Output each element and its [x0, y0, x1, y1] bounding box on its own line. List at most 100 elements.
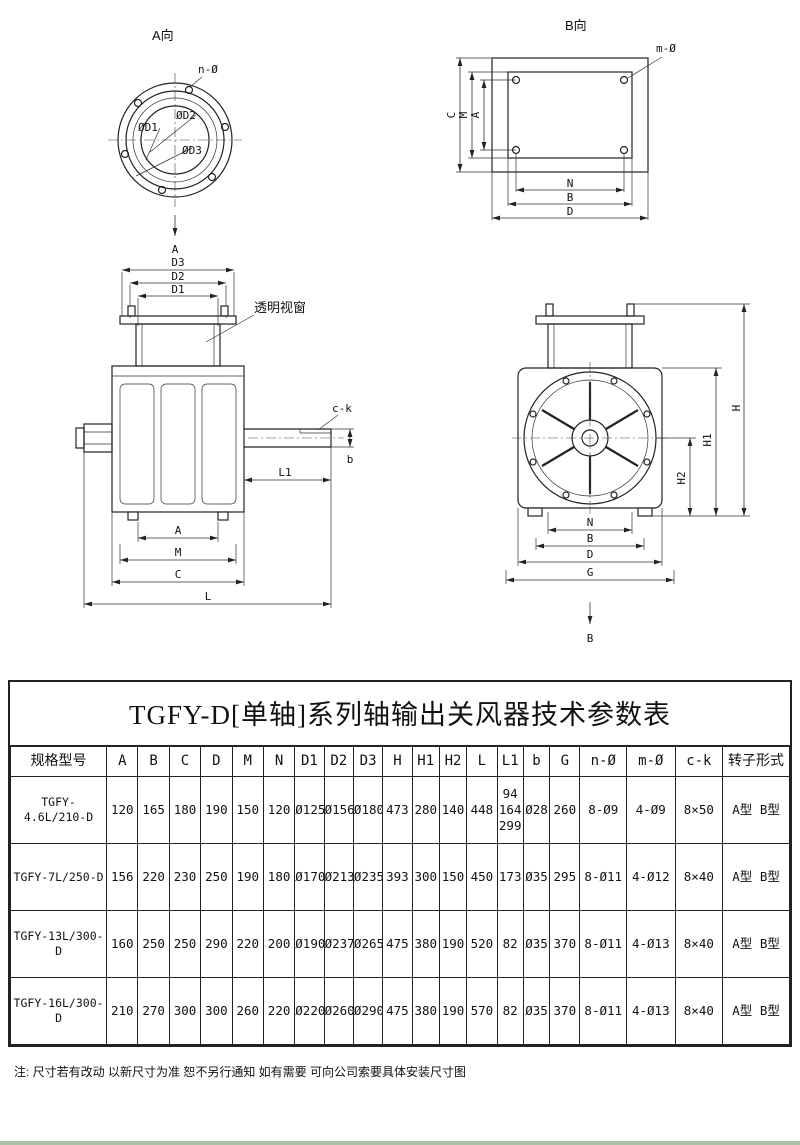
- value-cell: 380: [411, 910, 440, 978]
- dim-label-d: D: [567, 205, 574, 218]
- dim-label-d2: ØD2: [176, 109, 196, 122]
- col-header: H: [382, 746, 413, 777]
- view-b-title: B向: [565, 18, 587, 33]
- value-cell: 473: [382, 776, 413, 844]
- col-header: M: [231, 746, 264, 777]
- value-cell: Ø125: [294, 776, 325, 844]
- bolt: [127, 305, 136, 317]
- rotor-spoke: [605, 446, 639, 467]
- dim-label-n-hole: n-Ø: [198, 63, 218, 76]
- col-header: L1: [496, 746, 524, 777]
- dim-label-a: A: [469, 111, 482, 118]
- bolt-hole: [562, 377, 570, 385]
- value-cell: A型 B型: [722, 977, 790, 1045]
- dim-label-d3: D3: [171, 256, 184, 269]
- col-header: B: [137, 746, 170, 777]
- bolt: [637, 507, 653, 517]
- value-cell: 8×40: [674, 843, 724, 911]
- value-cell: 190: [200, 776, 233, 844]
- dim-label-d: D: [587, 548, 594, 561]
- dim-label-l1: L1: [278, 466, 291, 479]
- value-cell: 450: [466, 843, 498, 911]
- dim-label-m-hole: m-Ø: [656, 42, 676, 55]
- value-cell: 295: [549, 843, 581, 911]
- col-header: D3: [352, 746, 384, 777]
- value-cell: 180: [262, 843, 296, 911]
- value-cell: 370: [549, 910, 581, 978]
- bolt: [527, 507, 543, 517]
- col-header: D2: [323, 746, 354, 777]
- value-cell: 250: [137, 910, 170, 978]
- value-cell: 270: [137, 977, 170, 1045]
- value-cell: 210: [106, 977, 139, 1045]
- col-header: D: [200, 746, 233, 777]
- view-b-arrow-label: B: [587, 632, 594, 645]
- value-cell: 250: [200, 843, 233, 911]
- col-header: 规格型号: [9, 746, 108, 777]
- dim-label-b: B: [587, 532, 594, 545]
- dim-label-b: B: [567, 191, 574, 204]
- col-header: H2: [438, 746, 468, 777]
- dim-label-m: M: [175, 546, 182, 559]
- value-cell: 230: [168, 843, 202, 911]
- value-cell: 120: [106, 776, 139, 844]
- col-header: G: [549, 746, 581, 777]
- dim-label-l: L: [205, 590, 212, 603]
- value-cell: 8×40: [674, 977, 724, 1045]
- bolt-hole: [643, 458, 651, 466]
- value-cell: 82: [496, 910, 524, 978]
- dim-label-m: M: [457, 111, 470, 118]
- page-bottom-strip: [0, 1141, 800, 1145]
- value-cell: Ø170: [294, 843, 325, 911]
- value-cell: A型 B型: [722, 910, 790, 978]
- value-cell: Ø35: [522, 977, 551, 1045]
- value-cell: Ø213: [323, 843, 354, 911]
- value-cell: 8×50: [674, 776, 724, 844]
- bolt-hole: [529, 410, 537, 418]
- value-cell: Ø235: [352, 843, 384, 911]
- dim-label-n: N: [587, 516, 594, 529]
- dim-label-h1: H1: [701, 433, 714, 446]
- rotor-spoke: [541, 446, 575, 467]
- value-cell: Ø190: [294, 910, 325, 978]
- value-cell: 190: [438, 910, 468, 978]
- value-cell: Ø260: [323, 977, 354, 1045]
- value-cell: 300: [411, 843, 440, 911]
- bolt: [545, 303, 554, 317]
- value-cell: 8×40: [674, 910, 724, 978]
- model-cell: TGFY-16L/300-D: [9, 977, 108, 1045]
- window-label: 透明视窗: [254, 300, 306, 315]
- value-cell: Ø35: [522, 910, 551, 978]
- bolt-hole: [643, 410, 651, 418]
- bolt-hole: [529, 458, 537, 466]
- technical-drawing: A向 n-Ø ØD1 ØD2 ØD3 A B向 m-Ø: [75, 18, 750, 645]
- col-header: N: [262, 746, 296, 777]
- value-cell: Ø220: [294, 977, 325, 1045]
- col-header: m-Ø: [626, 746, 676, 777]
- model-cell: TGFY-7L/250-D: [9, 843, 108, 911]
- value-cell: 190: [231, 843, 264, 911]
- dim-label-d1: ØD1: [138, 121, 158, 134]
- bolt-hole: [207, 172, 217, 182]
- value-cell: 380: [411, 977, 440, 1045]
- value-cell: 190: [438, 977, 468, 1045]
- bolt-hole: [133, 98, 143, 108]
- bolt-hole: [610, 491, 618, 499]
- value-cell: 180: [168, 776, 202, 844]
- col-header: A: [106, 746, 139, 777]
- value-cell: 290: [200, 910, 233, 978]
- value-cell: 8-Ø11: [579, 843, 628, 911]
- value-cell: 4-Ø13: [626, 910, 676, 978]
- value-cell: 165: [137, 776, 170, 844]
- col-header: c-k: [674, 746, 724, 777]
- view-a-arrow-label: A: [172, 243, 179, 256]
- bolt: [220, 305, 229, 317]
- value-cell: 220: [231, 910, 264, 978]
- view-a-drawing: A向 n-Ø ØD1 ØD2 ØD3 A: [108, 28, 242, 256]
- body-panel: [201, 383, 237, 505]
